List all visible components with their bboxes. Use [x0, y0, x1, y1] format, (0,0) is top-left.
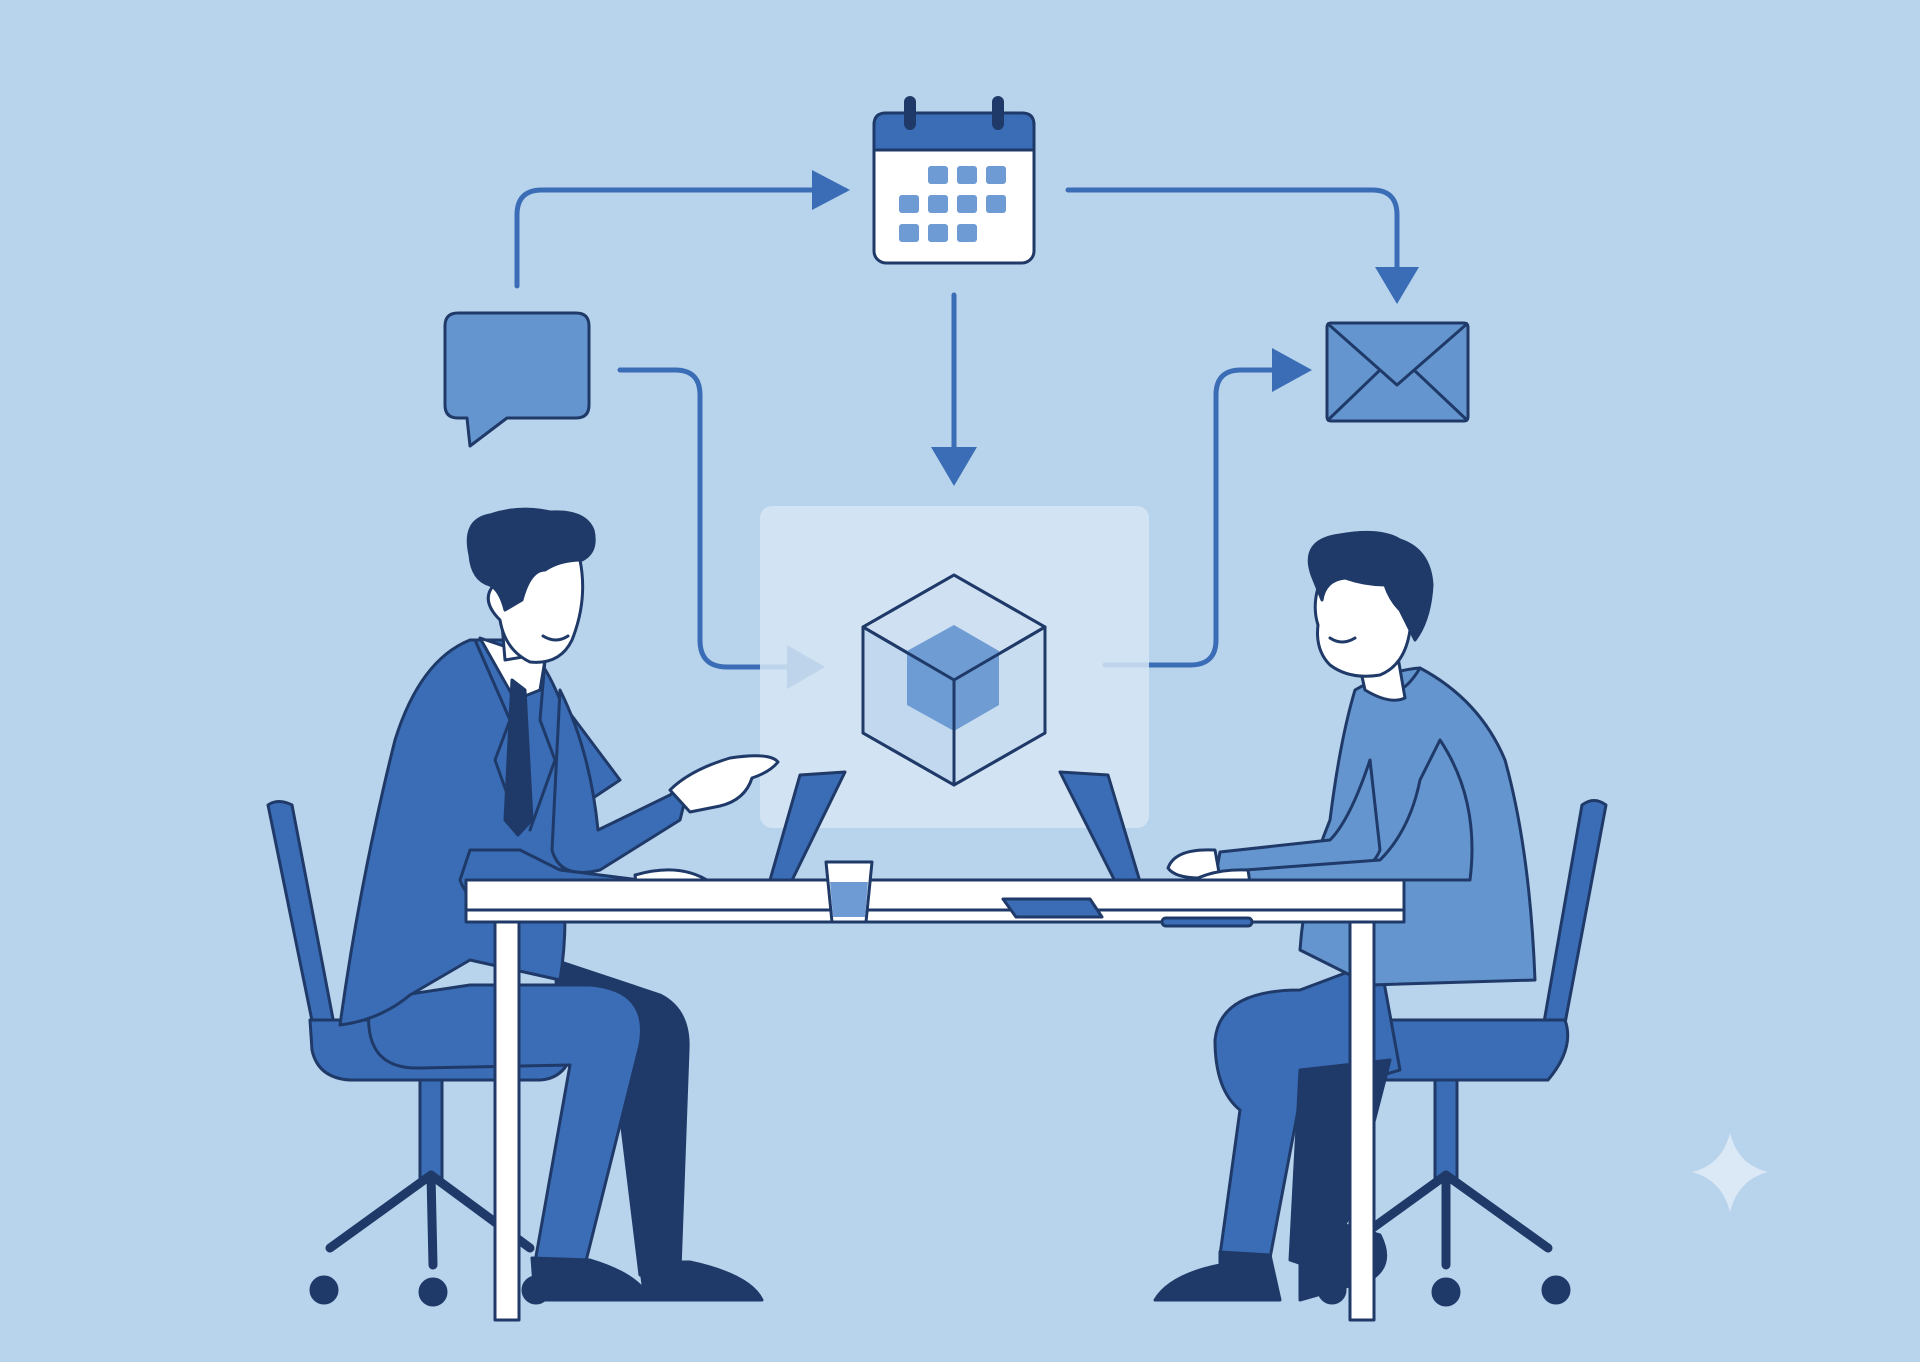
arrow-cube-to-mail: [1102, 367, 1278, 668]
envelope-icon: [1325, 321, 1470, 423]
arrowhead-mail-top: [1375, 267, 1419, 304]
sparkle-icon: [1692, 1133, 1768, 1212]
arrowhead-mail-left: [1272, 348, 1312, 392]
arrowhead-calendar: [812, 170, 850, 210]
arrow-chat-to-cube: [617, 367, 793, 670]
chat-bubble-icon: [443, 311, 591, 448]
tablet: [1001, 897, 1104, 919]
arrowhead-cube-top: [931, 447, 977, 486]
water-glass: [824, 860, 874, 924]
left-person-businessman: [338, 507, 780, 1302]
table: [464, 878, 1406, 1322]
arrow-chat-to-calendar: [514, 187, 848, 289]
arrow-calendar-to-mail: [1065, 187, 1400, 273]
calendar-icon: [872, 96, 1036, 265]
pen: [1160, 916, 1254, 928]
cube-icon: [861, 573, 1047, 787]
